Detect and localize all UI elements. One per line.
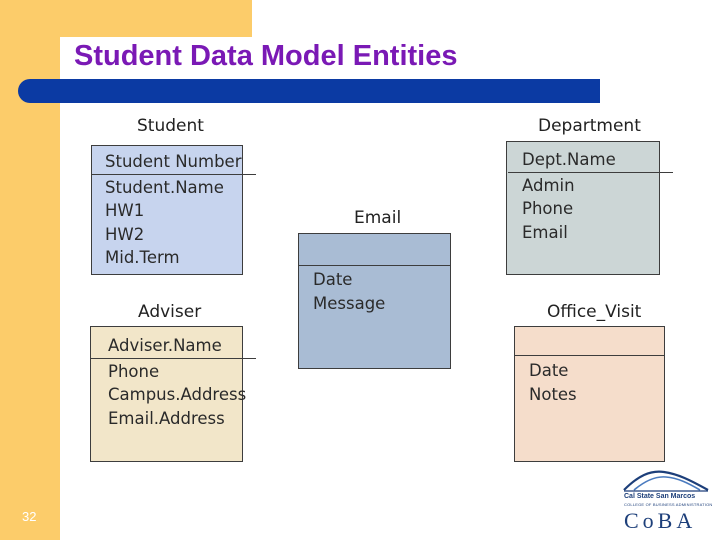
attribute: HW2 xyxy=(105,224,145,244)
entity-name-email: Email xyxy=(354,208,402,228)
attribute: Campus.Address xyxy=(108,385,247,404)
attribute-primary-key: Student Number xyxy=(91,150,256,175)
attribute: Mid.Term xyxy=(105,248,180,267)
empty-key-section xyxy=(299,234,450,266)
attribute-list: Adviser.Name Phone Campus.Address Email.… xyxy=(91,334,256,430)
entity-box-adviser: Adviser.Name Phone Campus.Address Email.… xyxy=(90,326,256,462)
attribute: Email.Address xyxy=(108,408,225,428)
attribute-list: Student Number Student.Name HW1 HW2 Mid.… xyxy=(91,150,256,270)
attribute-primary-key: Adviser.Name xyxy=(91,334,256,359)
attribute: Admin xyxy=(522,175,575,195)
entity-name-office-visit: Office_Visit xyxy=(547,302,642,322)
attribute: Student.Name xyxy=(105,177,224,197)
slide-title: Student Data Model Entities xyxy=(74,40,458,72)
attribute-list: Date Message xyxy=(299,266,450,315)
attribute: Notes xyxy=(529,384,577,404)
entity-box-email: Date Message xyxy=(298,233,451,369)
entity-name-adviser: Adviser xyxy=(138,302,202,322)
entity-name-student: Student xyxy=(137,116,204,136)
slide-number: 32 xyxy=(22,509,37,524)
attribute: Message xyxy=(313,293,386,313)
logo-university-text: Cal State San Marcos xyxy=(624,493,696,500)
attribute: Phone xyxy=(522,199,574,218)
title-underline-bar xyxy=(18,79,600,103)
attribute: Date xyxy=(313,270,353,289)
attribute-list: Dept.Name Admin Phone Email xyxy=(508,148,673,244)
mountain-logo-icon xyxy=(623,470,709,492)
attribute: HW1 xyxy=(105,201,145,220)
logo-coba-text: CoBA xyxy=(624,508,697,533)
entity-box-office-visit: Date Notes xyxy=(514,326,665,462)
attribute: Date xyxy=(529,361,569,380)
attribute-list: Date Notes xyxy=(515,356,664,406)
attribute: Email xyxy=(522,222,568,242)
entity-box-department: Dept.Name Admin Phone Email xyxy=(506,141,673,275)
logo-college-text: COLLEGE OF BUSINESS ADMINISTRATION xyxy=(624,502,713,507)
university-logo: Cal State San Marcos COLLEGE OF BUSINESS… xyxy=(620,466,712,536)
empty-key-section xyxy=(515,327,664,356)
top-accent-band xyxy=(60,0,252,37)
attribute: Phone xyxy=(108,361,160,381)
entity-box-student: Student Number Student.Name HW1 HW2 Mid.… xyxy=(91,145,256,275)
attribute-primary-key: Dept.Name xyxy=(508,148,673,173)
entity-name-department: Department xyxy=(538,116,641,136)
